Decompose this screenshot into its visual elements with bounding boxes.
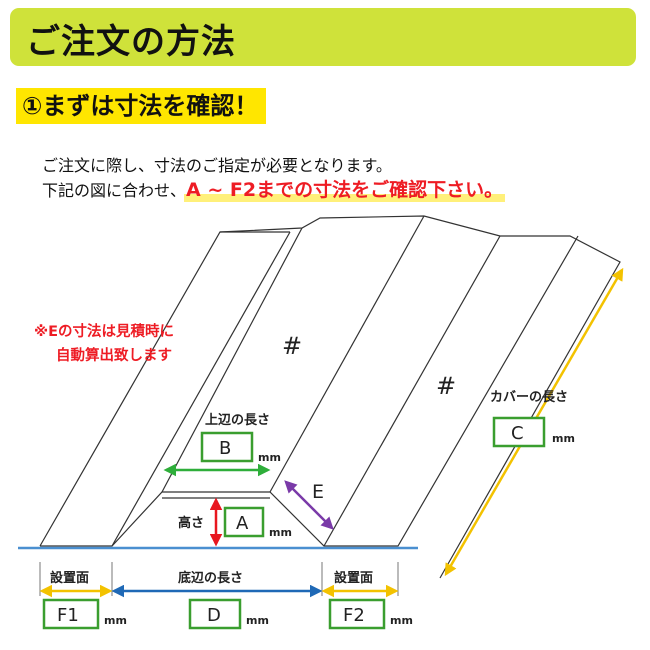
- box-a-label: A: [236, 513, 249, 534]
- box-a-unit: mm: [269, 526, 292, 539]
- intro-line-1: ご注文に際し、寸法のご指定が必要となります。: [42, 156, 392, 175]
- installation-left-label: 設置面: [50, 570, 89, 586]
- box-f1: [42, 598, 100, 630]
- height-label: 高さ: [178, 515, 204, 531]
- box-c-unit: mm: [552, 432, 575, 445]
- box-f2-unit: mm: [390, 614, 413, 627]
- hash-mark-right: #: [436, 372, 456, 400]
- note-line-1: ※Eの寸法は見積時に: [34, 324, 175, 340]
- box-b-unit: mm: [258, 451, 281, 464]
- installation-right-label: 設置面: [334, 570, 373, 586]
- box-f2-label: F2: [343, 605, 365, 626]
- cover-length-label: カバーの長さ: [490, 390, 568, 405]
- intro-line-2: 下記の図に合わせ、A ~ F2までの寸法をご確認下さい。: [42, 176, 506, 205]
- bottom-length-label: 底辺の長さ: [178, 570, 243, 586]
- title-bar: ご注文の方法: [10, 8, 636, 66]
- cover-ridge-right-2: [323, 235, 501, 547]
- box-b-label: B: [219, 438, 231, 459]
- e-label: E: [312, 481, 324, 503]
- box-d-unit: mm: [246, 614, 269, 627]
- box-f1-label: F1: [57, 605, 79, 626]
- page-title: ご注文の方法: [26, 22, 236, 62]
- intro-highlight: A ~ F2までの寸法をご確認下さい。: [184, 176, 506, 204]
- cover-ridge-left-1: [111, 231, 291, 547]
- box-f2: [328, 598, 386, 630]
- upper-length-label: 上辺の長さ: [205, 413, 270, 428]
- intro-line-2-prefix: 下記の図に合わせ、: [42, 181, 187, 200]
- box-c: [492, 416, 546, 448]
- cover-ridge-left-2: [161, 227, 303, 493]
- box-a: [223, 506, 265, 538]
- box-d-label: D: [207, 605, 221, 626]
- box-f1-unit: mm: [104, 614, 127, 627]
- note-line-2: 自動算出致します: [56, 348, 172, 364]
- box-c-label: C: [511, 423, 524, 444]
- hash-mark-left: #: [282, 332, 302, 360]
- cover-ridge-right-1: [269, 215, 425, 493]
- step-title: ①まずは寸法を確認！: [16, 88, 267, 124]
- e-arrow: [284, 480, 334, 530]
- box-b: [200, 431, 254, 463]
- box-d: [188, 598, 242, 630]
